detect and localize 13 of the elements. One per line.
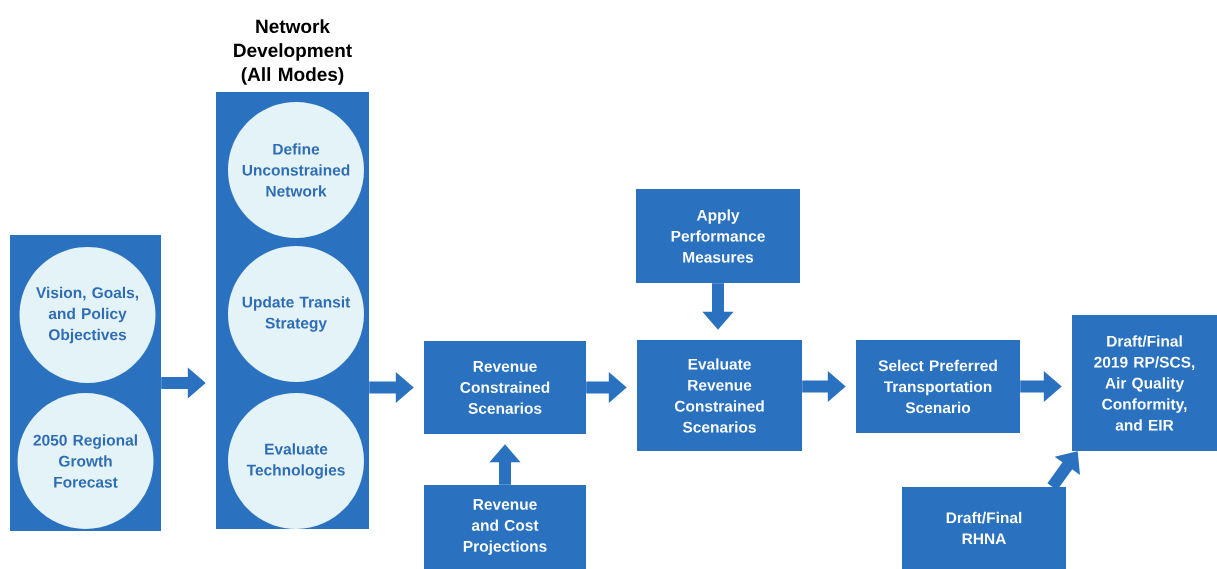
circle-step: 2050 Regional Growth Forecast (17, 393, 154, 529)
process-box: Revenue Constrained Scenarios (424, 341, 586, 434)
process-box: Select Preferred Transportation Scenario (856, 340, 1020, 433)
process-box: Draft/Final RHNA (902, 487, 1066, 569)
circle-step: Vision, Goals, and Policy Objectives (19, 247, 156, 383)
circle-step: Define Unconstrained Network (228, 102, 364, 238)
process-box: Apply Performance Measures (636, 189, 800, 283)
circle-step: Evaluate Technologies (228, 393, 364, 529)
process-box: Draft/Final 2019 RP/SCS, Air Quality Conformity, and EIR (1072, 315, 1217, 451)
process-box: Evaluate Revenue Constrained Scenarios (637, 340, 802, 451)
circle-step: Update Transit Strategy (228, 246, 364, 382)
panel-heading: Network Development (All Modes) (234, 19, 352, 85)
process-box: Revenue and Cost Projections (424, 485, 586, 569)
